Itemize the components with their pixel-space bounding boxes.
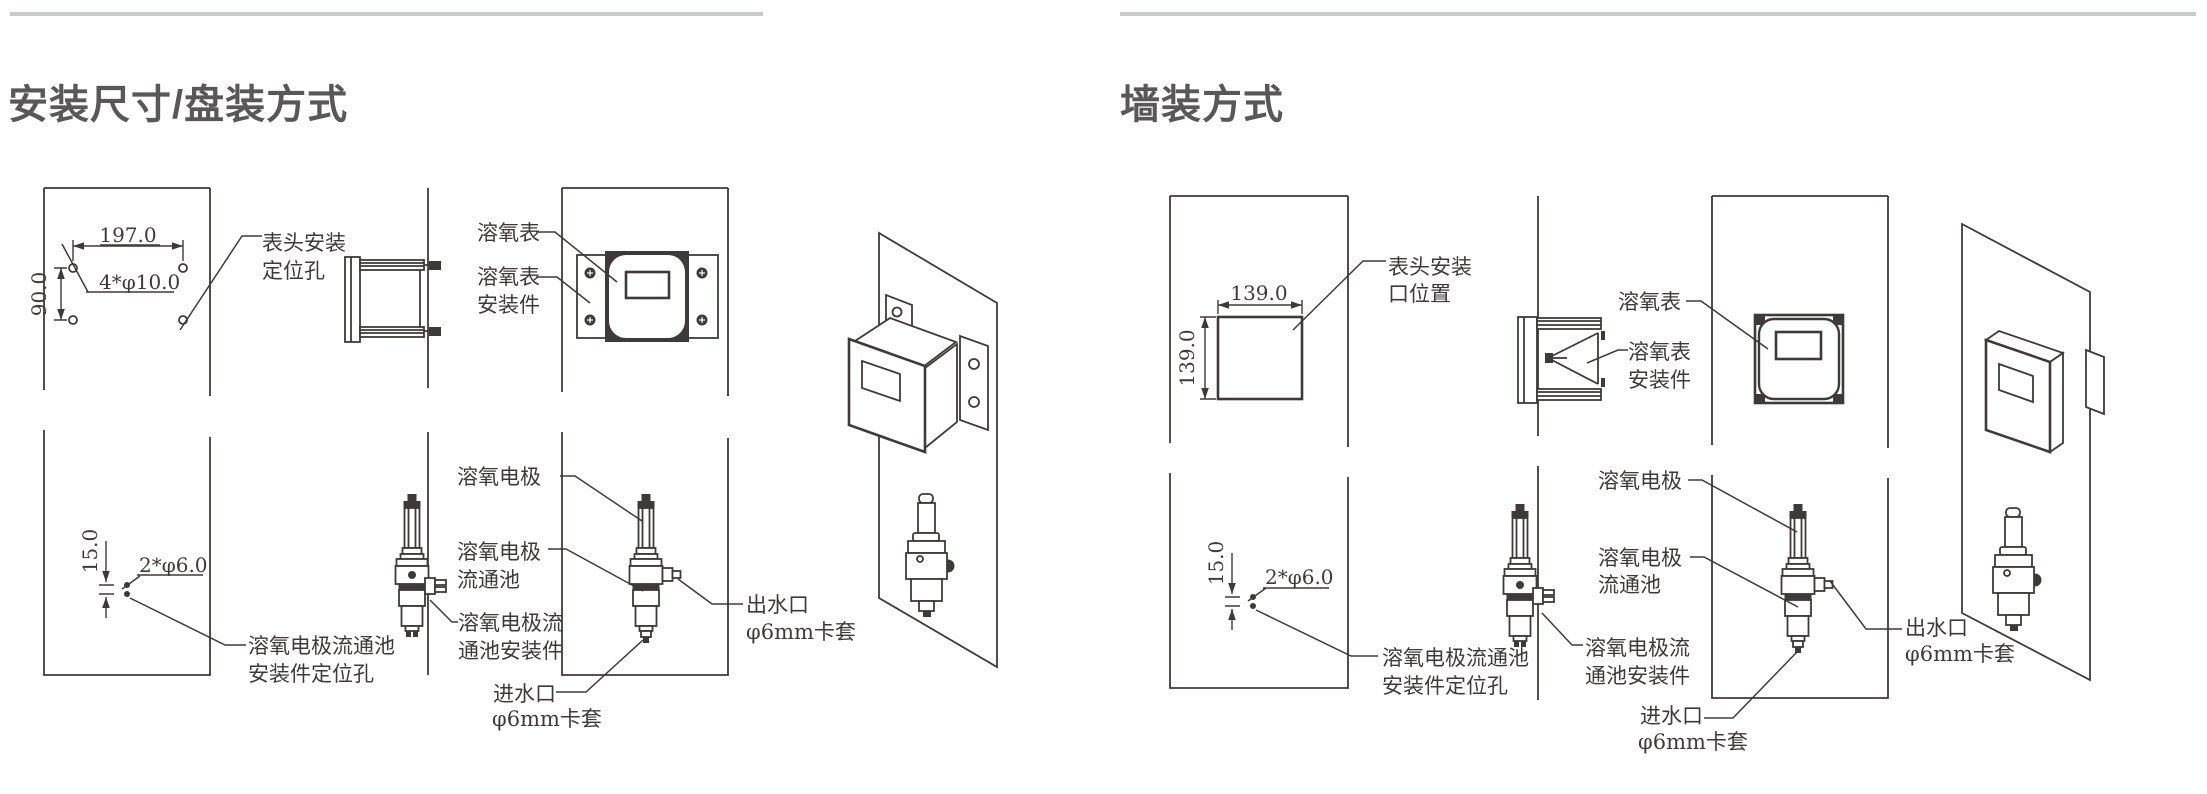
label-outlet-r2: φ6mm卡套 bbox=[1905, 642, 2015, 666]
panel-drill-template: 197.0 90.0 4*φ10.0 15.0 2*φ6.0 bbox=[27, 187, 211, 676]
label-electrode-r: 溶氧电极 bbox=[1598, 469, 1682, 493]
label-cell-holes-2: 安装件定位孔 bbox=[248, 662, 374, 686]
left-section-title: 安装尺寸/盘装方式 bbox=[8, 82, 348, 127]
dim-hole-height: 90.0 bbox=[27, 272, 51, 317]
label-inlet-r1: 进水口 bbox=[1640, 704, 1703, 728]
dim-cell-holes-r: 2*φ6.0 bbox=[1265, 565, 1334, 589]
label-head-opening-2: 口位置 bbox=[1388, 282, 1451, 306]
label-flow-cell-2: 流通池 bbox=[457, 568, 520, 592]
label-cell-holes-r2: 安装件定位孔 bbox=[1382, 674, 1508, 698]
wall-meter-3d bbox=[1984, 330, 2105, 454]
label-cell-bracket-1: 溶氧电极流 bbox=[458, 611, 563, 635]
label-flow-cell-r2: 流通池 bbox=[1598, 573, 1661, 597]
dim-cell-holes: 2*φ6.0 bbox=[139, 553, 208, 577]
left-labels: 表头安装 定位孔 溶氧表 溶氧表 安装件 溶氧电极 溶氧电极 流通池 溶氧电极流… bbox=[129, 221, 856, 731]
dim-hole-spec: 4*φ10.0 bbox=[99, 270, 180, 294]
label-cell-bracket-r2: 通池安装件 bbox=[1585, 664, 1690, 688]
label-meter-bracket-r1: 溶氧表 bbox=[1628, 340, 1691, 364]
electrode-3d bbox=[905, 493, 955, 617]
wall-assembly-3d-view bbox=[1961, 222, 2105, 682]
meter-side-view bbox=[344, 188, 441, 675]
label-outlet-r1: 出水口 bbox=[1905, 616, 1968, 640]
label-meter-bracket-2: 安装件 bbox=[477, 293, 540, 317]
dim-cell-spacing-r: 15.0 bbox=[1204, 541, 1228, 586]
label-inlet-r2: φ6mm卡套 bbox=[1638, 730, 1748, 754]
label-meter-bracket-r2: 安装件 bbox=[1628, 368, 1691, 392]
label-head-holes-2: 定位孔 bbox=[262, 259, 325, 283]
bracket-screws bbox=[584, 267, 708, 326]
label-head-opening-1: 表头安装 bbox=[1388, 255, 1472, 279]
wall-meter-side-view bbox=[1517, 196, 1605, 700]
dim-hole-width: 197.0 bbox=[99, 223, 156, 247]
label-cell-holes-1: 溶氧电极流通池 bbox=[248, 634, 395, 658]
label-cell-bracket-r1: 溶氧电极流 bbox=[1585, 636, 1690, 660]
left-top-rule bbox=[10, 12, 763, 16]
wall-flowcell-front-view bbox=[1782, 504, 1833, 653]
meter-front-view bbox=[561, 187, 729, 676]
label-outlet-2: φ6mm卡套 bbox=[746, 620, 856, 644]
label-electrode: 溶氧电极 bbox=[457, 465, 541, 489]
right-labels: 表头安装 口位置 溶氧表 溶氧表 安装件 溶氧电极 溶氧电极 流通池 溶氧电极流… bbox=[1255, 255, 2015, 754]
wall-meter-front-view bbox=[1711, 195, 1889, 699]
label-head-holes-1: 表头安装 bbox=[262, 231, 346, 255]
wall-cutout-template: 139.0 139.0 15.0 2*φ6.0 bbox=[1169, 195, 1349, 689]
label-cell-holes-r1: 溶氧电极流通池 bbox=[1382, 646, 1529, 670]
right-top-rule bbox=[1120, 12, 2196, 16]
label-flow-cell-r1: 溶氧电极 bbox=[1598, 546, 1682, 570]
assembly-3d-view bbox=[847, 231, 998, 669]
label-outlet-1: 出水口 bbox=[746, 593, 809, 617]
right-section-title: 墙装方式 bbox=[1120, 83, 1284, 127]
label-meter-r: 溶氧表 bbox=[1618, 290, 1681, 314]
label-cell-bracket-2: 通池安装件 bbox=[458, 639, 563, 663]
flowcell-side-view bbox=[396, 494, 447, 637]
dim-cutout-width: 139.0 bbox=[1230, 281, 1287, 305]
wall-flowcell-side-view bbox=[1504, 504, 1555, 647]
meter-3d bbox=[847, 293, 989, 454]
label-meter-bracket-1: 溶氧表 bbox=[477, 265, 540, 289]
flowcell-front-view bbox=[630, 494, 681, 643]
label-inlet-1: 进水口 bbox=[493, 682, 556, 706]
dim-cutout-height: 139.0 bbox=[1175, 329, 1199, 386]
label-flow-cell-1: 溶氧电极 bbox=[457, 540, 541, 564]
dim-cell-spacing: 15.0 bbox=[78, 529, 102, 574]
wall-electrode-3d bbox=[1992, 507, 2042, 631]
label-meter: 溶氧表 bbox=[477, 221, 540, 245]
label-inlet-2: φ6mm卡套 bbox=[492, 707, 602, 731]
